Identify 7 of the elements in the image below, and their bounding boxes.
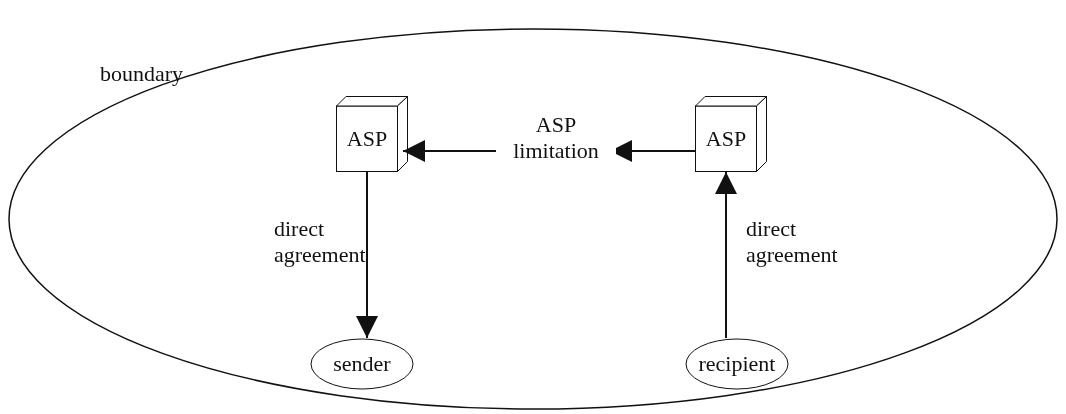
boundary-label: boundary <box>100 61 184 87</box>
node-label: recipient <box>697 351 777 377</box>
arrow <box>356 171 378 339</box>
node-label: ASP <box>704 126 748 152</box>
arrow <box>715 171 737 339</box>
node-label: sender <box>332 351 392 377</box>
node-label: ASP <box>345 126 389 152</box>
